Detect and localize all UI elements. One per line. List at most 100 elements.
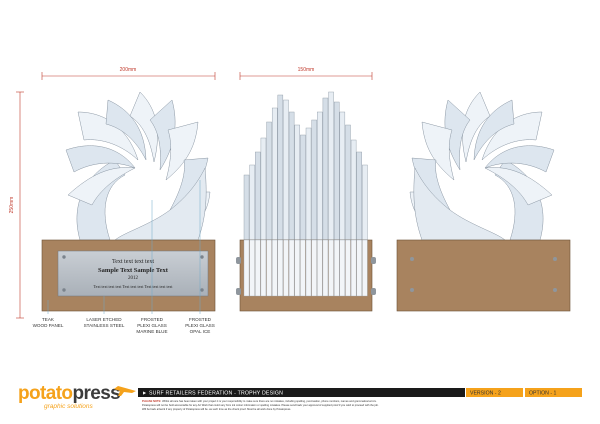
back-view <box>396 91 571 312</box>
version-tab <box>466 388 523 397</box>
dimension-width-front: 200mm <box>41 67 216 80</box>
bolt-head <box>371 257 376 264</box>
acrylic-slice-lower <box>334 239 340 297</box>
acrylic-slice-lower <box>300 239 306 297</box>
acrylic-slice-lower <box>345 239 351 297</box>
dimension-height-label: 250mm <box>9 197 15 214</box>
title-bar <box>138 388 465 397</box>
acrylic-slice-lower <box>266 239 272 297</box>
svg-text:PLEXI GLASS: PLEXI GLASS <box>185 323 215 328</box>
screw-head <box>410 257 414 261</box>
acrylic-slice <box>317 111 323 241</box>
svg-text:PLEXI GLASS: PLEXI GLASS <box>137 323 167 328</box>
acrylic-slices-lower <box>243 239 368 297</box>
option-label: OPTION - 1 <box>529 391 556 397</box>
acrylic-slice <box>243 174 250 241</box>
acrylic-slice <box>322 97 329 241</box>
acrylic-slice <box>350 139 357 241</box>
acrylic-slice <box>294 124 300 241</box>
plaque-line-3: 2012 <box>128 276 139 281</box>
notice-line-1: PLEASE NOTE:Whilst all care has been tak… <box>142 399 377 403</box>
acrylic-slice-lower <box>294 239 300 297</box>
acrylic-slice-lower <box>243 239 250 297</box>
side-view: 150mm <box>236 67 376 312</box>
svg-text:STAINLESS STEEL: STAINLESS STEEL <box>84 323 125 328</box>
acrylic-slices-side <box>243 91 368 241</box>
arrow-icon: ► <box>142 391 147 397</box>
notice-line-3: Will be back artwork if any property of … <box>142 407 291 411</box>
acrylic-slice-lower <box>356 239 362 297</box>
svg-text:WOOD PANEL: WOOD PANEL <box>33 323 64 328</box>
wave-sculpture-back <box>409 91 555 241</box>
callout-opal: FROSTED PLEXI GLASS OPAL ICE <box>185 317 215 334</box>
bolt-head <box>371 288 376 295</box>
acrylic-slice <box>328 91 334 241</box>
acrylic-slice-lower <box>339 239 346 297</box>
plaque-line-2: Sample Text Sample Text <box>98 267 169 274</box>
callout-teak: TEAK WOOD PANEL <box>33 317 64 328</box>
acrylic-slice-lower <box>288 239 295 297</box>
acrylic-slice-lower <box>328 239 334 297</box>
brand-main: potatopress <box>18 383 120 404</box>
plane-icon <box>114 386 136 396</box>
acrylic-slice <box>277 94 284 241</box>
notice-line-2: Potatopress will not be held accountable… <box>142 403 379 407</box>
acrylic-slice-lower <box>305 239 312 297</box>
acrylic-slice <box>249 164 255 241</box>
acrylic-slice-lower <box>260 239 267 297</box>
callout-leaders <box>47 180 201 314</box>
screw-head <box>553 288 557 292</box>
acrylic-slice <box>305 127 312 241</box>
dimension-width-side: 150mm <box>239 67 373 80</box>
acrylic-slice <box>271 107 278 241</box>
screw-head <box>410 288 414 292</box>
acrylic-slice <box>362 164 368 241</box>
acrylic-slice <box>255 151 261 241</box>
plaque-line-1: Text text text text <box>112 259 154 265</box>
option-tab <box>525 388 582 397</box>
callout-blue: FROSTED PLEXI GLASS MARINE BLUE <box>136 317 167 334</box>
acrylic-slice-lower <box>362 239 368 297</box>
svg-text:FROSTED: FROSTED <box>141 317 164 322</box>
dimension-width-front-label: 200mm <box>120 67 137 73</box>
wave-sculpture-front <box>65 91 211 241</box>
version-label: VERSION - 2 <box>470 391 501 397</box>
dimension-height: 250mm <box>9 91 24 319</box>
acrylic-slice <box>300 134 306 241</box>
brand-logo: potatopress potatopress graphic solution… <box>18 383 136 410</box>
screw-head <box>553 257 557 261</box>
acrylic-slice <box>311 119 317 241</box>
bolt-head <box>236 288 241 295</box>
brand-sub: graphic solutions <box>44 403 94 410</box>
svg-text:MARINE BLUE: MARINE BLUE <box>136 329 167 334</box>
acrylic-slice <box>345 124 351 241</box>
acrylic-slice-lower <box>317 239 323 297</box>
acrylic-slice-lower <box>322 239 329 297</box>
acrylic-slice <box>339 111 346 241</box>
acrylic-slice <box>260 137 267 241</box>
acrylic-slice <box>333 101 340 241</box>
svg-text:OPAL ICE: OPAL ICE <box>190 329 211 334</box>
acrylic-slice-lower <box>249 239 255 297</box>
dimension-width-side-label: 150mm <box>298 67 315 73</box>
callout-laser: LASER ETCHED STAINLESS STEEL <box>84 317 125 328</box>
acrylic-slice <box>288 111 295 241</box>
plaque-line-4: Text text text text Text text text Text … <box>94 284 174 289</box>
acrylic-slice-lower <box>311 239 317 297</box>
acrylic-slice-lower <box>277 239 284 297</box>
acrylic-slice <box>283 99 289 241</box>
acrylic-slice-lower <box>350 239 357 297</box>
bolt-head <box>236 257 241 264</box>
teak-base-back <box>396 239 571 312</box>
acrylic-slice <box>266 121 272 241</box>
front-view: 200mm 250mm <box>9 67 216 334</box>
footer-title: SURF RETAILERS FEDERATION - TROPHY DESIG… <box>149 391 283 397</box>
acrylic-slice-lower <box>272 239 278 297</box>
svg-text:TEAK: TEAK <box>42 317 55 322</box>
footer: potatopress potatopress graphic solution… <box>18 383 582 411</box>
acrylic-slice-lower <box>255 239 261 297</box>
svg-text:FROSTED: FROSTED <box>189 317 212 322</box>
acrylic-slice-lower <box>283 239 289 297</box>
svg-text:LASER ETCHED: LASER ETCHED <box>86 317 122 322</box>
